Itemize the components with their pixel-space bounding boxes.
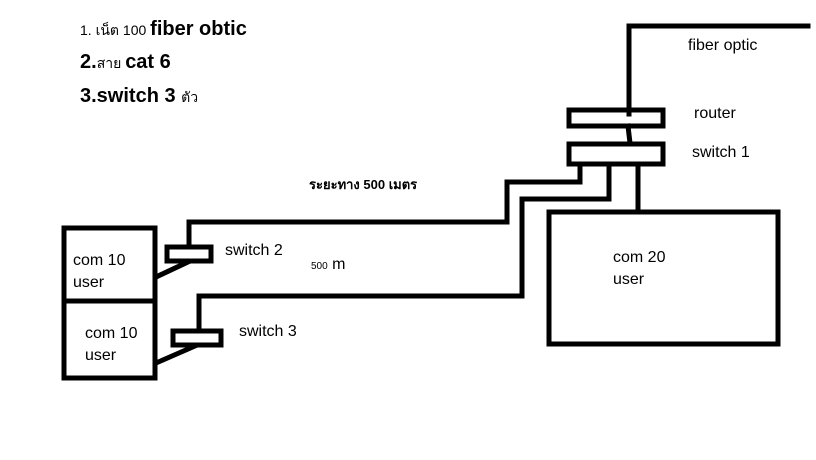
- com10b-label: com 10 user: [85, 323, 137, 367]
- com20-line2: user: [613, 271, 645, 288]
- distance-short-unit: m: [327, 256, 346, 273]
- note-line-3: 3.switch 3 ตัว: [80, 86, 198, 106]
- distance-short-num: 500: [311, 261, 328, 272]
- note1-prefix: 1. เน็ต 100: [80, 22, 151, 38]
- router-box: [566, 107, 666, 129]
- com20-line1: com 20: [613, 249, 666, 266]
- com10a-label: com 10 user: [73, 250, 125, 294]
- switch1-label: switch 1: [692, 144, 750, 161]
- switch1-box: [566, 141, 666, 167]
- com10a-line2: user: [73, 274, 105, 291]
- distance-short-label: 500 m: [311, 257, 345, 273]
- switch3-label: switch 3: [239, 323, 297, 340]
- switch2-label: switch 2: [225, 242, 283, 259]
- switch1-switch3-cable: [196, 161, 612, 333]
- note-line-1: 1. เน็ต 100 fiber obtic: [80, 19, 247, 39]
- note3-thai: ตัว: [181, 89, 199, 105]
- router-switch1-link: [625, 123, 633, 146]
- note2-bold: cat 6: [125, 51, 171, 73]
- com10a-line1: com 10: [73, 252, 126, 269]
- note2-prefix: 2.: [80, 51, 97, 73]
- router-label: router: [694, 105, 736, 122]
- com10b-line2: user: [85, 347, 117, 364]
- com10b-line1: com 10: [85, 325, 138, 342]
- note2-thai: สาย: [96, 55, 126, 71]
- switch3-com10b-link: [152, 342, 199, 367]
- note3-bold: 3.switch 3: [80, 85, 182, 107]
- switch2-com10a-link: [152, 258, 192, 281]
- distance-label: ระยะทาง 500 เมตร: [309, 177, 418, 192]
- com20-box: [546, 209, 781, 347]
- note1-bold: fiber obtic: [150, 18, 247, 40]
- fiber-optic-label: fiber optic: [688, 37, 758, 54]
- com20-label: com 20 user: [613, 247, 665, 291]
- note-line-2: 2.สาย cat 6: [80, 52, 171, 72]
- switch3-box: [170, 328, 224, 348]
- switch1-switch2-cable: [186, 161, 583, 249]
- com10b-box: [61, 298, 158, 381]
